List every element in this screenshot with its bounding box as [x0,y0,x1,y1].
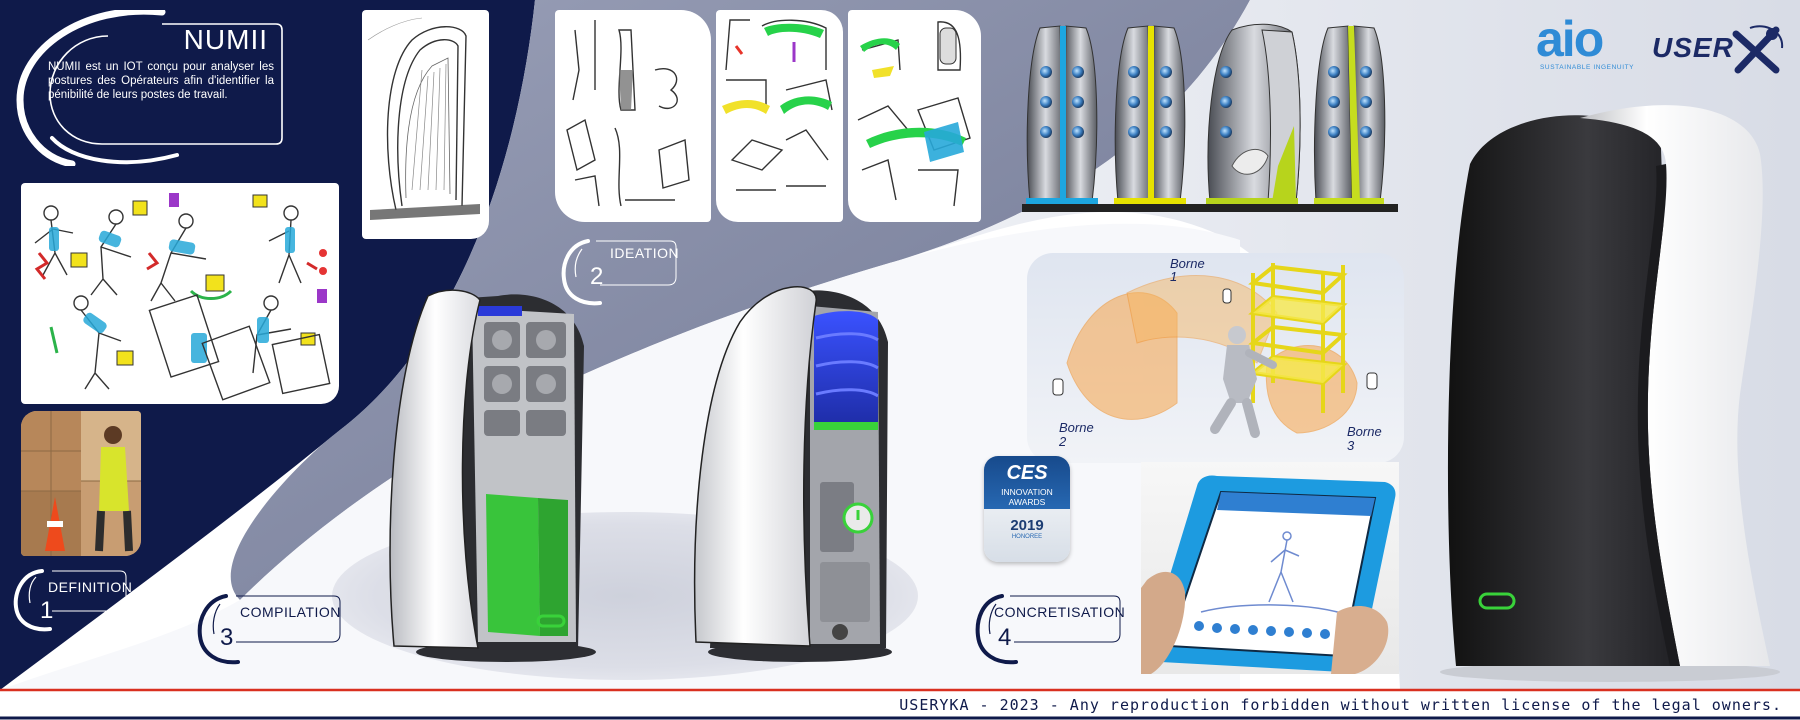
numii-outline-sketch [362,10,489,239]
numii-hero-render [1420,94,1790,684]
step-3-ring [197,594,341,665]
ces-badge-year: 2019 [1010,517,1044,534]
step-1-ring [13,569,127,632]
step-4-ring [975,594,1121,665]
step-3-label: COMPILATION [240,604,341,620]
posture-sketch-panel [21,183,339,404]
borne-3-label: Borne 3 [1347,425,1382,453]
title-plate: NUMII NUMII est un IOT conçu pour analys… [12,10,284,166]
step-1-number: 1 [40,597,54,624]
borne-3-number: 3 [1347,438,1355,453]
borne-2-label: Borne 2 [1059,421,1094,449]
aio-logo-mark: aio [1536,11,1604,67]
step-tag-compilation: COMPILATION 3 [196,590,346,668]
step-2-ring [561,239,677,306]
borne-1-title: Borne [1170,256,1205,271]
ces-badge-line2: AWARDS [1008,497,1046,507]
aio-logo: aio SUSTAINABLE INGENUITY [1536,12,1636,76]
step-tag-ideation: IDEATION 2 [560,235,684,309]
ideation-sketch-2 [716,10,843,222]
worker-photo [21,411,141,556]
borne-1-label: Borne 1 [1170,257,1205,283]
step-tag-concretisation: CONCRETISATION 4 [974,590,1126,668]
copyright-footer: USERYKA - 2023 - Any reproduction forbid… [899,696,1782,714]
borne-1-number: 1 [1170,269,1178,284]
project-description: NUMII est un IOT conçu pour analyser les… [48,61,274,101]
userx-logo-text: USER [1652,32,1734,63]
page-title: NUMII [183,24,268,55]
borne-2-title: Borne [1059,420,1094,435]
borne-3-title: Borne [1347,424,1382,439]
ces-badge-sub: HONOREE [1011,534,1043,540]
userx-logo: USER [1652,24,1784,76]
borne-2-number: 2 [1059,434,1067,449]
numii-cutaway-right [690,282,900,666]
step-2-label: IDEATION [610,245,680,261]
step-3-number: 3 [220,624,234,651]
numii-variants [1020,16,1400,216]
tablet-app-photo [1141,462,1399,674]
ces-badge-line1: INNOVATION [1001,487,1053,497]
step-4-number: 4 [998,624,1012,651]
step-4-label: CONCRETISATION [994,604,1126,620]
step-tag-definition: DEFINITION 1 [12,563,132,635]
title-plate-frame [16,10,283,166]
ideation-sketch-3 [848,10,981,222]
ces-innovation-badge: CES INNOVATION AWARDS 2019 HONOREE [984,456,1070,562]
borne-scene-panel: Borne 1 Borne 2 Borne 3 [1027,253,1404,463]
step-2-number: 2 [590,263,604,290]
userx-x-icon [1732,25,1784,74]
ideation-sketch-1 [555,10,711,222]
aio-logo-tagline: SUSTAINABLE INGENUITY [1540,64,1635,71]
ces-badge-top: CES [1006,462,1048,484]
numii-cutaway-left [388,286,608,666]
step-1-label: DEFINITION [48,579,133,595]
